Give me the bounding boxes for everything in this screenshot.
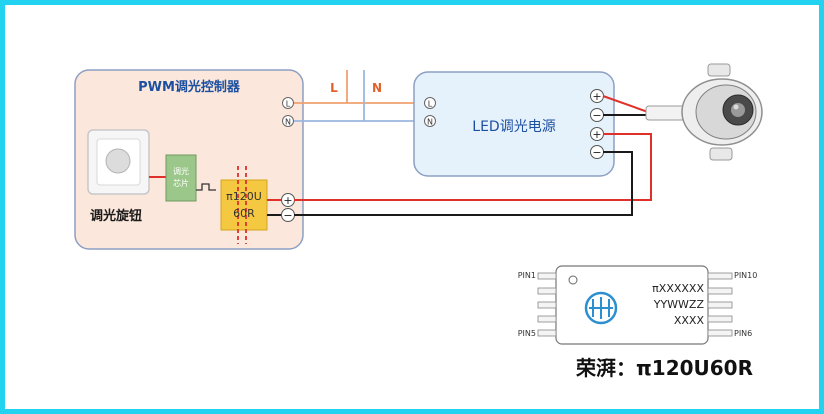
controller-terminal-plus-label: +	[283, 194, 292, 207]
brand-logo-icon	[584, 291, 618, 325]
pin5-label: PIN5	[518, 329, 536, 338]
mains-l-label: L	[330, 81, 338, 95]
driver-out-plus-1-label: +	[592, 90, 601, 103]
chip-label-line2: 芯片	[173, 178, 189, 188]
driver-terminal-n-label: N	[427, 118, 433, 127]
driver-terminal-l[interactable]	[424, 97, 436, 109]
controller-terminal-l-label: L	[286, 100, 291, 109]
knob-icon	[105, 148, 131, 174]
controller-terminal-n[interactable]	[282, 115, 294, 127]
ic-marking-line3: XXXX	[674, 314, 705, 327]
led-downlight-icon	[645, 63, 763, 161]
controller-title: PWM调光控制器	[138, 79, 241, 95]
pin10-label: PIN10	[734, 271, 757, 280]
driver-terminal-n[interactable]	[424, 115, 436, 127]
mains-n-label: N	[372, 81, 382, 95]
driver-dim-plus-label: +	[592, 128, 601, 141]
lamp-red-wire	[602, 95, 649, 113]
led-driver-title: LED调光电源	[472, 119, 555, 135]
dimming-chip	[165, 154, 197, 202]
dim-minus-wire	[294, 151, 633, 216]
part-number-caption: 荣湃：π120U60R	[575, 356, 753, 380]
ic-marking-line2: YYWWZZ	[653, 298, 705, 311]
led-driver-box	[413, 71, 615, 177]
pin6-label: PIN6	[734, 329, 752, 338]
isolator-label-line2: 60R	[233, 207, 255, 220]
chip-label-line1: 调光	[173, 166, 189, 176]
isolator-label-line1: π120U	[226, 190, 262, 203]
driver-dim-minus-label: −	[592, 146, 601, 159]
knob-label: 调光旋钮	[90, 208, 142, 224]
controller-terminal-l[interactable]	[282, 97, 294, 109]
isolator-chip	[220, 179, 268, 231]
controller-terminal-minus-label: −	[283, 209, 292, 222]
pwm-pulse-icon	[196, 183, 216, 191]
ic-marking-line1: πXXXXXX	[652, 282, 704, 295]
ic-package-outline	[537, 265, 733, 345]
controller-terminal-n-label: N	[285, 118, 291, 127]
dim-plus-wire	[294, 133, 652, 201]
driver-terminal-l-label: L	[428, 100, 433, 109]
driver-out-minus-1-label: −	[592, 109, 601, 122]
pin1-label: PIN1	[518, 271, 536, 280]
